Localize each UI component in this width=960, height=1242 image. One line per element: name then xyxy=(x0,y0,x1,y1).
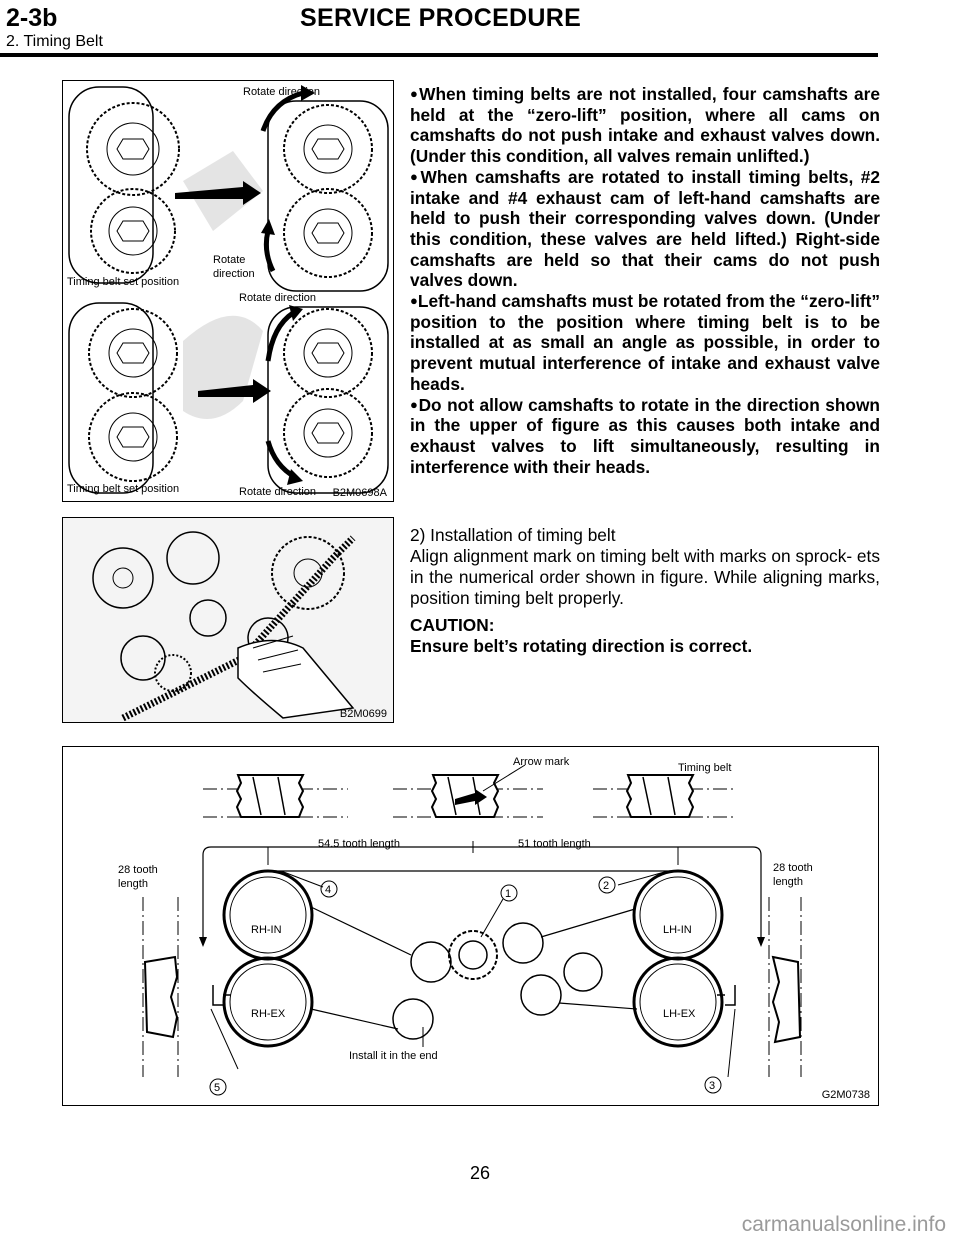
label-left-28-tooth: 28 tooth xyxy=(118,864,158,876)
label-timing-belt: Timing belt xyxy=(678,762,731,774)
note-item: ●Left-hand camshafts must be rotated fro… xyxy=(410,291,880,394)
label-set-position-2: Timing belt set position xyxy=(67,483,179,495)
camshaft-notes: ●When timing belts are not installed, fo… xyxy=(410,84,880,477)
label-rotate-direction-mid: Rotate direction xyxy=(239,292,316,304)
bullet-icon: ● xyxy=(410,293,418,309)
installation-body: Align alignment mark on timing belt with… xyxy=(410,546,880,608)
page-title: SERVICE PROCEDURE xyxy=(300,4,582,32)
label-rotate-direction-top: Rotate direction xyxy=(243,86,320,98)
figure-belt-alignment-diagram: 4 1 2 3 5 Arrow mark Timing belt 54.5 to… xyxy=(62,746,879,1106)
watermark: carmanualsonline.info xyxy=(741,1213,946,1236)
caution-text: Ensure belt’s rotating direction is corr… xyxy=(410,636,753,656)
header-rule xyxy=(0,53,878,57)
section-subtitle: 2. Timing Belt xyxy=(6,33,103,50)
callout-1: 1 xyxy=(505,888,511,900)
label-54-5-tooth: 54.5 tooth length xyxy=(318,838,400,850)
label-right-length: length xyxy=(773,876,803,888)
section-code: 2-3b xyxy=(6,4,58,32)
figure-code: G2M0738 xyxy=(821,1089,870,1101)
label-direction: direction xyxy=(213,268,255,280)
label-rotate: Rotate xyxy=(213,254,245,266)
label-set-position-1: Timing belt set position xyxy=(67,276,179,288)
label-51-tooth: 51 tooth length xyxy=(518,838,591,850)
caution-label: CAUTION: xyxy=(410,615,495,635)
note-item: ●When camshafts are rotated to install t… xyxy=(410,166,880,291)
note-item: ●Do not allow camshafts to rotate in the… xyxy=(410,394,880,477)
note-item: ●When timing belts are not installed, fo… xyxy=(410,84,881,167)
figure-camshaft-rotation: Rotate direction Rotate direction Timing… xyxy=(62,80,394,502)
label-lh-ex: LH-EX xyxy=(663,1008,696,1020)
figure-belt-installation-photo: B2M0699 xyxy=(62,517,394,723)
callout-4: 4 xyxy=(325,884,331,896)
bullet-icon: ● xyxy=(410,168,421,184)
installation-section: 2) Installation of timing belt Align ali… xyxy=(410,525,880,657)
bullet-icon: ● xyxy=(410,86,420,101)
label-install-end: Install it in the end xyxy=(349,1050,438,1062)
figure-code: B2M0698A xyxy=(332,487,387,499)
belt-installation-drawing xyxy=(63,518,393,722)
figure-code: B2M0699 xyxy=(339,708,387,720)
belt-alignment-drawing: 4 1 2 3 5 Arrow mark Timing belt 54.5 to… xyxy=(118,756,813,1096)
label-rh-in: RH-IN xyxy=(251,924,282,936)
bullet-icon: ● xyxy=(410,396,419,412)
label-left-length: length xyxy=(118,878,148,890)
label-rotate-direction-bottom: Rotate direction xyxy=(239,486,316,498)
callout-5: 5 xyxy=(214,1082,220,1094)
label-arrow-mark: Arrow mark xyxy=(513,756,570,768)
callout-2: 2 xyxy=(603,880,609,892)
page-number: 26 xyxy=(469,1163,491,1183)
callout-3: 3 xyxy=(709,1080,715,1092)
label-lh-in: LH-IN xyxy=(663,924,692,936)
camshaft-rotation-drawing: Rotate direction Rotate direction Timing… xyxy=(67,85,389,498)
installation-heading: 2) Installation of timing belt xyxy=(410,525,616,545)
label-right-28-tooth: 28 tooth xyxy=(773,862,813,874)
label-rh-ex: RH-EX xyxy=(251,1008,286,1020)
